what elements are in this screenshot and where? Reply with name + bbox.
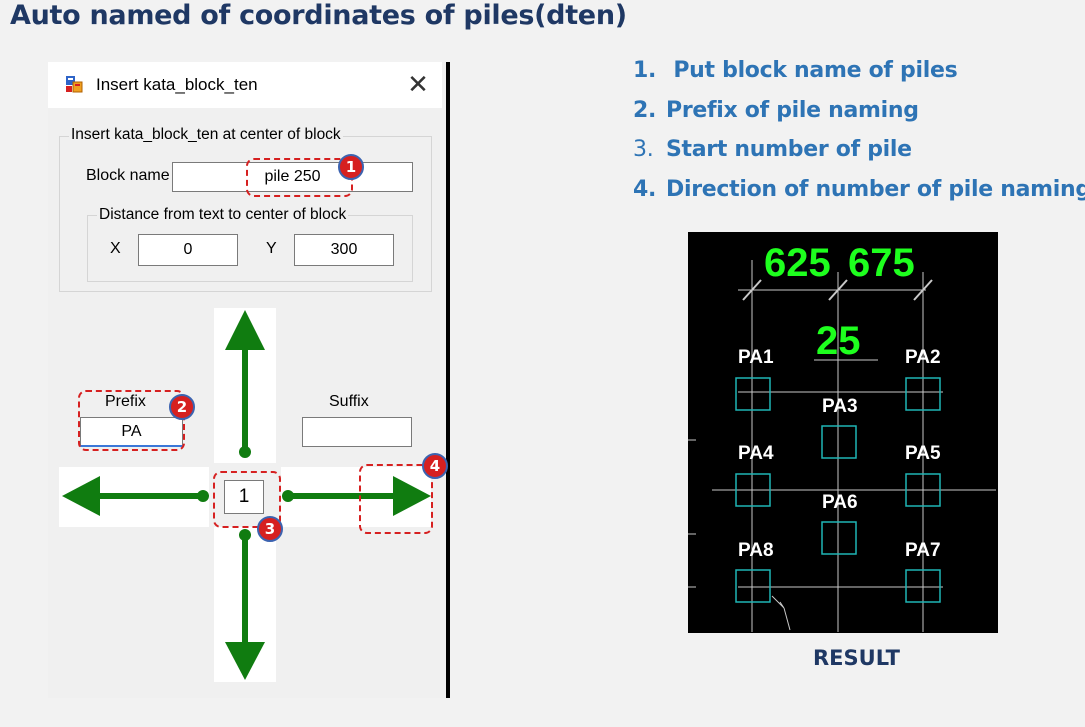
highlight-prefix	[78, 390, 185, 451]
app-window-icon	[66, 76, 83, 93]
insert-dialog: Insert kata_block_ten ✕ Insert kata_bloc…	[48, 62, 450, 698]
prefix-input[interactable]	[80, 417, 183, 447]
result-cad-drawing: 625 675 25 PA1 PA2 PA3 PA4 PA5 PA6 PA8 P…	[688, 232, 998, 633]
dim-625: 625	[764, 241, 831, 285]
x-label: X	[110, 240, 121, 257]
x-input[interactable]	[138, 234, 238, 266]
pile-label-pa1: PA1	[738, 347, 774, 368]
pile-label-pa2: PA2	[905, 347, 941, 368]
step-2: 2.Prefix of pile naming	[633, 97, 919, 123]
arrow-up-button[interactable]	[225, 310, 265, 458]
dim-25: 25	[816, 319, 861, 363]
start-number-input[interactable]	[224, 480, 264, 514]
result-label: RESULT	[813, 646, 900, 670]
block-name-input[interactable]	[172, 162, 413, 192]
highlight-direction	[359, 464, 433, 534]
highlight-block-name	[246, 158, 353, 197]
pile-label-pa8: PA8	[738, 540, 774, 561]
step-1: 1. Put block name of piles	[633, 58, 958, 83]
badge-1: 1	[338, 154, 364, 180]
highlight-start-number	[213, 471, 281, 528]
insert-groupbox-caption: Insert kata_block_ten at center of block	[69, 126, 343, 144]
arrow-down-button[interactable]	[225, 529, 265, 680]
pile-label-pa4: PA4	[738, 443, 774, 464]
arrow-right-button[interactable]	[282, 476, 431, 516]
step-3: 3.Start number of pile	[633, 137, 912, 162]
pile-label-pa5: PA5	[905, 443, 941, 464]
close-icon: ✕	[407, 69, 429, 99]
dialog-titlebar: Insert kata_block_ten ✕	[48, 62, 442, 108]
pile-label-pa6: PA6	[822, 492, 858, 513]
steps-list: 1. Put block name of piles 2.Prefix of p…	[633, 56, 1085, 214]
step-4: 4.Direction of number of pile naming	[633, 176, 1085, 202]
close-button[interactable]: ✕	[403, 68, 433, 100]
dialog-title: Insert kata_block_ten	[96, 75, 258, 94]
badge-3: 3	[257, 516, 283, 542]
direction-arrows	[62, 310, 431, 680]
arrow-left-button[interactable]	[62, 476, 209, 516]
block-name-label: Block name	[86, 167, 170, 184]
dim-675: 675	[848, 241, 915, 285]
prefix-label: Prefix	[105, 393, 146, 410]
suffix-input[interactable]	[302, 417, 412, 447]
suffix-label: Suffix	[329, 393, 369, 410]
cad-canvas: 625 675 25 PA1 PA2 PA3 PA4 PA5 PA6 PA8 P…	[688, 241, 996, 632]
y-label: Y	[266, 240, 277, 257]
pile-label-pa7: PA7	[905, 540, 941, 561]
pile-label-pa3: PA3	[822, 396, 858, 417]
distance-groupbox-caption: Distance from text to center of block	[97, 206, 349, 224]
badge-4: 4	[422, 453, 448, 479]
badge-2: 2	[169, 394, 195, 420]
y-input[interactable]	[294, 234, 394, 266]
slide-title: Auto named of coordinates of piles(dten)	[10, 0, 627, 31]
